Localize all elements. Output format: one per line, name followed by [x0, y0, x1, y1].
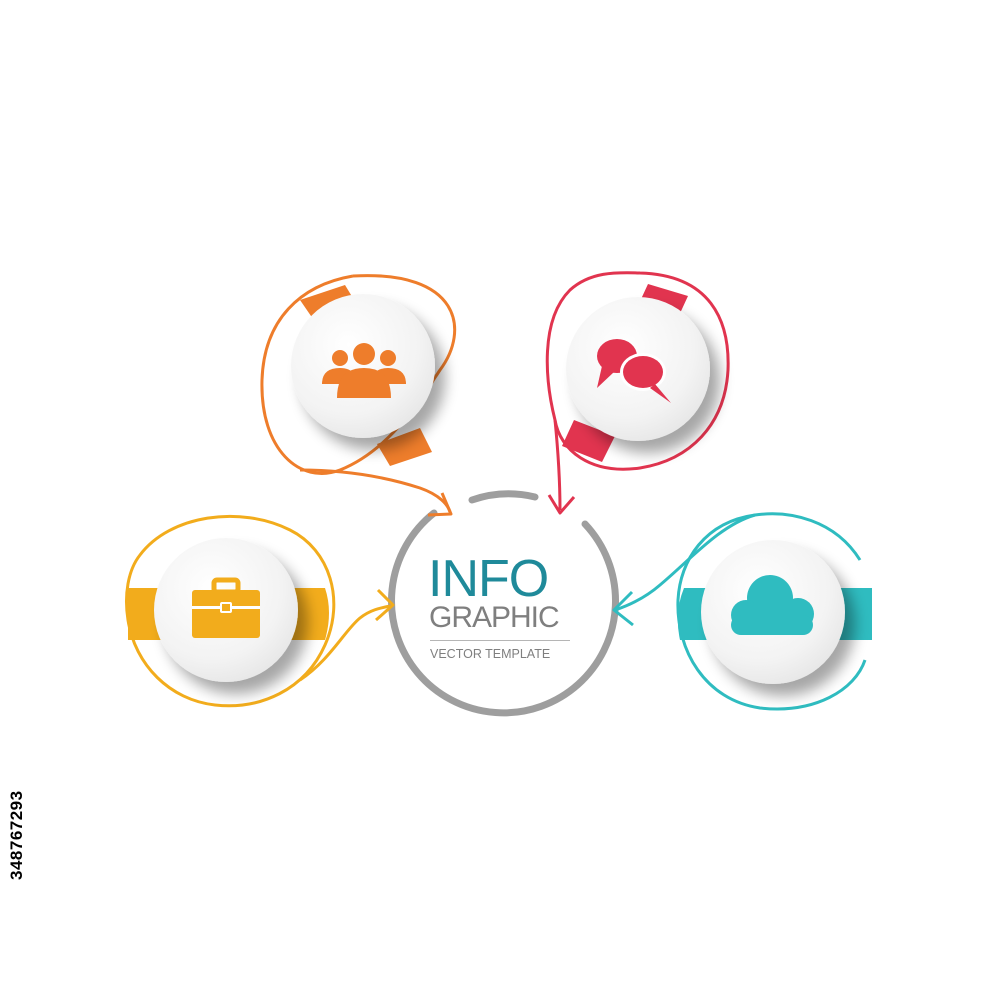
briefcase-icon	[192, 577, 260, 638]
connector-arrow-red	[553, 419, 562, 511]
arrowhead-orange	[427, 492, 453, 517]
connector-line-red	[545, 271, 730, 471]
speech-bubbles-icon	[597, 339, 671, 403]
connector-arrow-yellow	[299, 604, 391, 682]
arrowhead-yellow	[375, 588, 395, 622]
cloud-icon	[731, 575, 814, 635]
node-people	[260, 274, 457, 517]
connector-arrow-orange	[299, 468, 452, 513]
arrowhead-red	[547, 494, 576, 515]
node-work	[125, 514, 395, 708]
node-cloud	[612, 512, 872, 711]
connector-line-orange	[260, 274, 457, 475]
connector-arrow-teal	[614, 513, 756, 612]
band-orange-bottom	[377, 428, 432, 466]
people-icon	[322, 343, 406, 398]
connector-line-teal	[676, 512, 867, 711]
stock-id-label: 348767293	[7, 790, 26, 880]
disc-people[interactable]	[291, 294, 435, 438]
band-yellow-right	[290, 588, 329, 640]
arrowhead-teal	[612, 590, 634, 627]
center-ring	[388, 490, 619, 717]
band-red-bottom	[562, 420, 615, 462]
node-chat	[545, 271, 730, 515]
